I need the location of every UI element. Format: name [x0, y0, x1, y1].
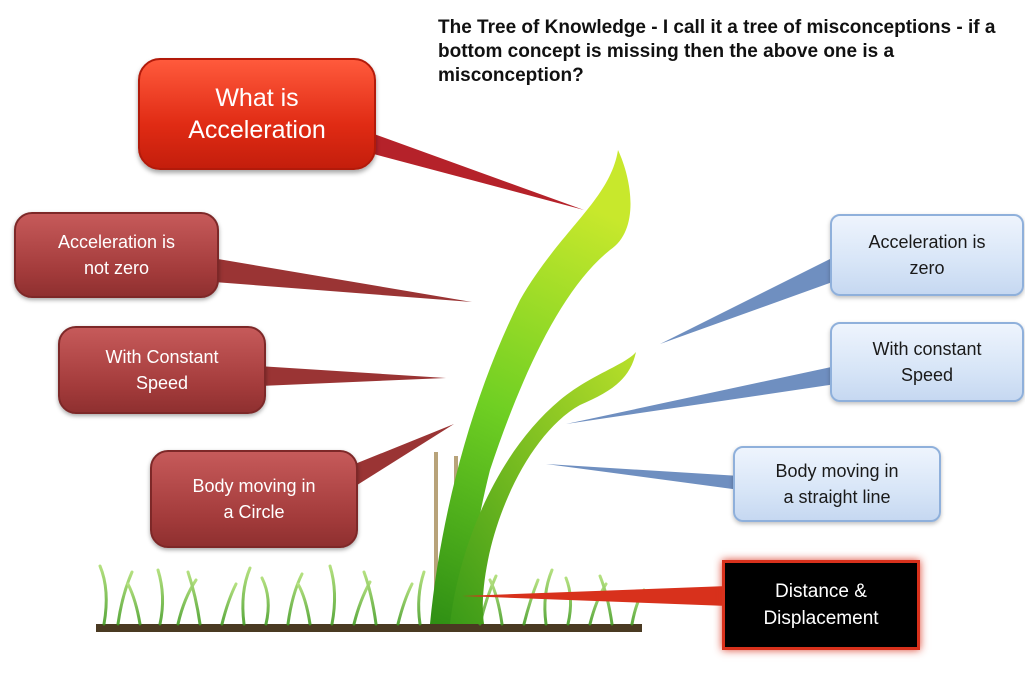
conception-pointers [546, 256, 838, 490]
box-distance-displacement: Distance & Displacement [722, 560, 920, 650]
secondary-leaf [450, 352, 636, 624]
label-constant-speed: With Constant Speed [105, 347, 219, 393]
box-constant-speed: With Constant Speed [58, 326, 266, 414]
label-acceleration-zero: Acceleration is zero [868, 232, 986, 278]
pointer-distance-displacement [462, 586, 728, 606]
box-acceleration-not-zero: Acceleration is not zero [14, 212, 219, 298]
pointer-what-is-acceleration [352, 126, 584, 210]
label-moving-circle: Body moving in a Circle [192, 476, 316, 522]
main-leaf [430, 150, 631, 624]
box-acceleration-zero: Acceleration is zero [830, 214, 1024, 296]
label-straight-line: Body moving in a straight line [775, 461, 899, 507]
box-constant-speed-blue: With constant Speed [830, 322, 1024, 402]
label-constant-speed-blue: With constant Speed [872, 339, 982, 385]
diagram-caption: The Tree of Knowledge - I call it a tree… [438, 17, 996, 86]
box-moving-circle: Body moving in a Circle [150, 450, 358, 548]
pointer-constant-speed [258, 366, 446, 386]
box-straight-line: Body moving in a straight line [733, 446, 941, 522]
pointer-constant-speed-blue [566, 366, 836, 424]
pointer-acceleration-zero [660, 256, 838, 344]
pointer-moving-circle [340, 424, 454, 492]
label-distance-displacement: Distance & Displacement [763, 581, 879, 629]
pointer-acceleration-not-zero [212, 258, 472, 302]
label-what-is-acceleration: What is Acceleration [188, 84, 326, 144]
box-what-is-acceleration: What is Acceleration [138, 58, 376, 170]
label-acceleration-not-zero: Acceleration is not zero [57, 232, 176, 278]
misconception-pointers [212, 126, 584, 492]
soil-line [96, 624, 642, 632]
pointer-straight-line [546, 464, 740, 490]
